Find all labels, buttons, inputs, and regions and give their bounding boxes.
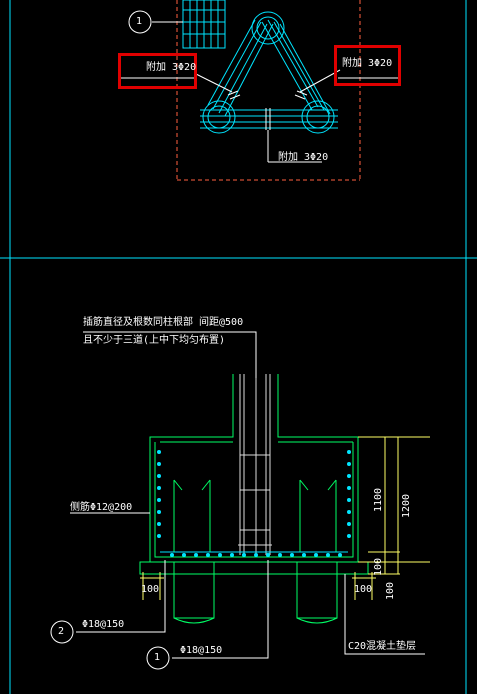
rebar-dot <box>326 553 330 557</box>
dowel-note-line1: 插筋直径及根数同柱根部 间距@500 <box>83 317 244 328</box>
highlight-box-right <box>334 45 401 86</box>
rebar-dot <box>157 486 161 490</box>
rebar-dot <box>157 522 161 526</box>
dim-1200-label: 1200 <box>401 493 412 518</box>
rebar-dot <box>347 462 351 466</box>
dowel-note-line2: 且不少于三道(上中下均匀布置) <box>83 335 226 346</box>
rebar-dot <box>266 553 270 557</box>
callout-circle-1-section <box>146 646 170 670</box>
top-leaders <box>120 21 398 163</box>
bar2-label: Φ18@150 <box>82 619 125 630</box>
rebar-dot <box>347 522 351 526</box>
added-bars-bottom-label: 附加 3Φ20 <box>278 152 329 163</box>
dim-100-right-b: 100 <box>385 581 396 600</box>
rebar-dot <box>302 553 306 557</box>
rebar-dot <box>157 462 161 466</box>
pile-circles <box>202 11 335 134</box>
rebar-dot <box>218 553 222 557</box>
dim-100-right-a: 100 <box>373 557 384 576</box>
triangle-rebar-bundles <box>200 19 338 129</box>
rebar-dot <box>157 450 161 454</box>
rebar-dot <box>170 553 174 557</box>
added-bars-left-label: 附加 3Φ20 <box>146 62 197 73</box>
cap-outline-dashed <box>176 0 361 181</box>
rebar-dot <box>347 534 351 538</box>
rebar-dot <box>347 486 351 490</box>
top-view-plan <box>120 0 398 181</box>
rebar-dot <box>254 553 258 557</box>
side-rebar-label: 侧筋Φ12@200 <box>70 502 133 513</box>
rebar-dot <box>206 553 210 557</box>
rebar-dot <box>290 553 294 557</box>
rebar-dot <box>338 553 342 557</box>
dimension-lines <box>140 436 430 600</box>
rebar-dot <box>347 510 351 514</box>
bar1-number: 1 <box>154 652 161 663</box>
rebar-dot <box>242 553 246 557</box>
top-callout-number: 1 <box>136 16 143 27</box>
rebar-dot <box>347 474 351 478</box>
section-leaders <box>70 331 425 659</box>
rebar-dot <box>182 553 186 557</box>
dim-1100-label: 1100 <box>373 487 384 512</box>
section-view <box>50 331 430 670</box>
bar-ticks <box>227 90 308 130</box>
cushion-label: C20混凝土垫层 <box>348 641 417 652</box>
added-bars-right-label: 附加 3Φ20 <box>342 58 393 69</box>
rebar-dot <box>157 498 161 502</box>
rebar-dot <box>347 498 351 502</box>
bar2-number: 2 <box>58 626 65 637</box>
callout-circle-2 <box>50 620 74 644</box>
column-grid <box>182 0 226 49</box>
rebar-dot <box>157 510 161 514</box>
rebar-dots <box>157 450 351 557</box>
rebar-dot <box>230 553 234 557</box>
rebar-dot <box>314 553 318 557</box>
rebar-dot <box>278 553 282 557</box>
rebar-dot <box>194 553 198 557</box>
dim-100-left: 100 <box>141 584 160 595</box>
highlight-box-left <box>118 53 197 89</box>
cap-outline <box>139 374 369 624</box>
column-dowels <box>238 374 272 555</box>
rebar-dot <box>157 534 161 538</box>
rebar-dot <box>347 450 351 454</box>
callout-circle-1-top <box>128 10 152 34</box>
bar1-label: Φ18@150 <box>180 645 223 656</box>
rebar-dot <box>157 474 161 478</box>
dim-100-bottom-right: 100 <box>354 584 373 595</box>
